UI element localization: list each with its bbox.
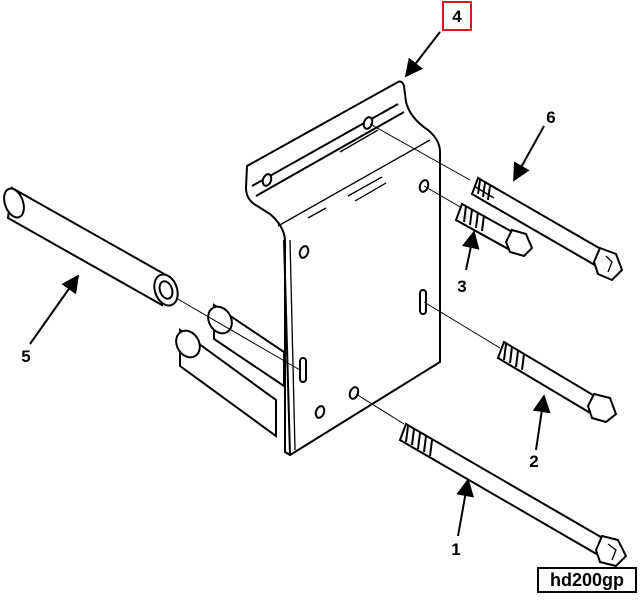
callout-4-highlight-box [442, 1, 472, 31]
callout-5: 5 [21, 347, 30, 366]
bolt-item-3 [454, 202, 534, 258]
callout-1: 1 [451, 540, 460, 559]
callout-6: 6 [546, 108, 555, 127]
centerlines [175, 123, 501, 425]
plate-holes [261, 116, 430, 419]
bolt-item-1 [398, 422, 628, 568]
callout-4: 4 [452, 7, 462, 26]
spacer-tube-lower [175, 328, 277, 438]
mounting-plate [245, 80, 441, 456]
spacer-tube-item-5 [3, 186, 179, 307]
callout-2: 2 [529, 452, 538, 471]
callout-3: 3 [457, 277, 466, 296]
bolt-item-2 [496, 340, 618, 424]
figure-id-label: hd200gp [537, 567, 637, 593]
bolt-item-6 [470, 176, 624, 282]
leader-arrows [29, 31, 551, 537]
